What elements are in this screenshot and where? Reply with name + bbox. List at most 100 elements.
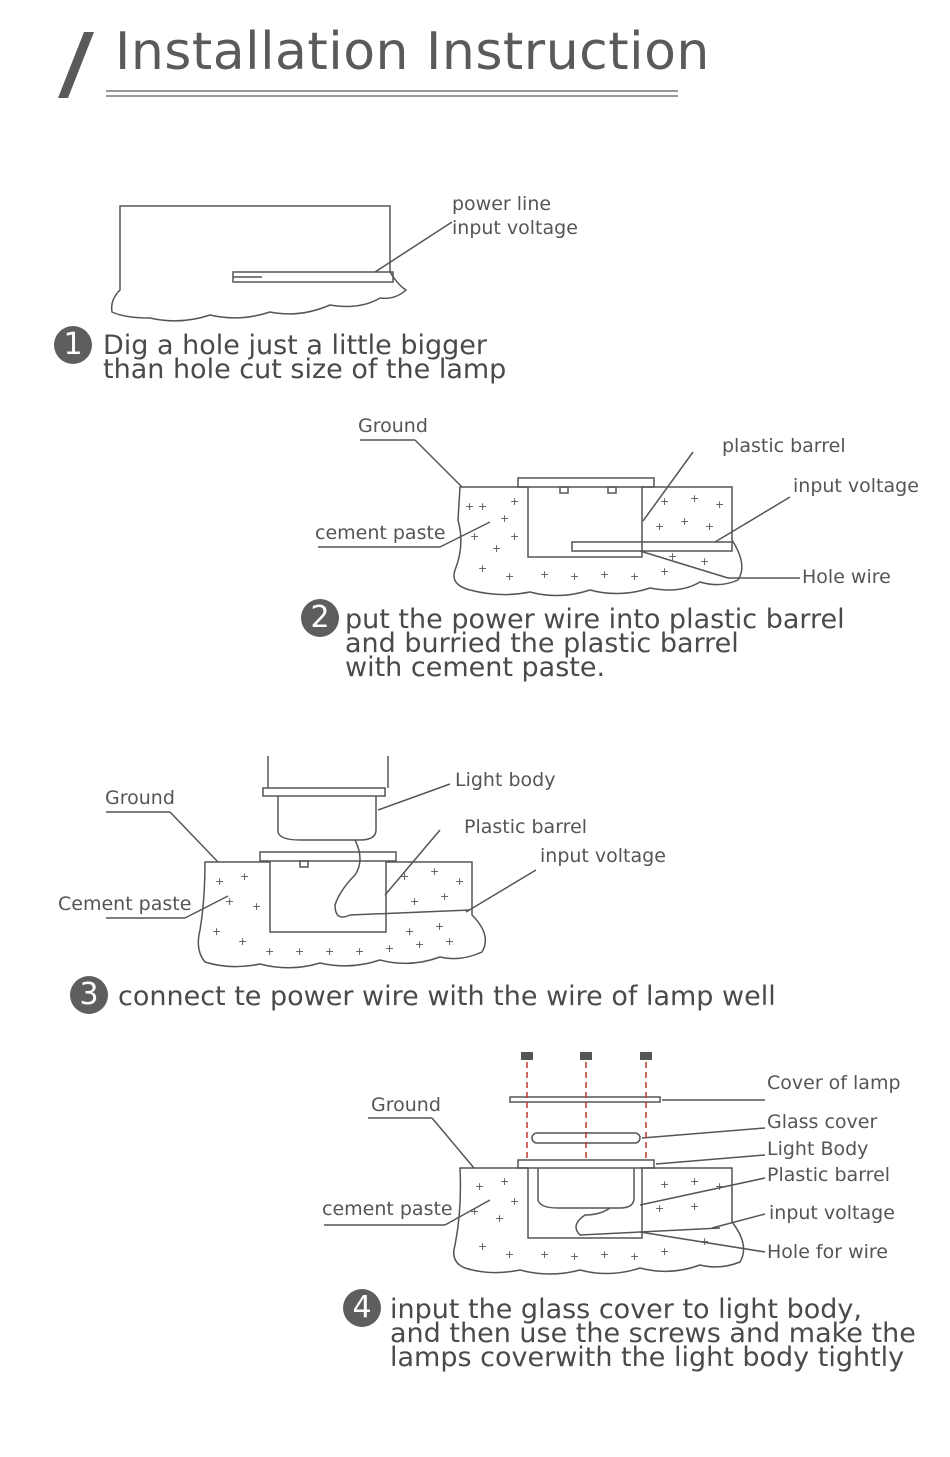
barrel-flange-4: [517, 1159, 655, 1169]
screw-head-4b: [580, 1052, 592, 1060]
label-plastic-barrel-4: Plastic barrel: [767, 1164, 891, 1186]
svg-text:+: +: [690, 492, 699, 505]
svg-text:+: +: [440, 890, 449, 903]
label-plastic-barrel-2: plastic barrel: [722, 435, 846, 457]
svg-text:+: +: [540, 1248, 549, 1261]
svg-text:+: +: [215, 875, 224, 888]
svg-text:+: +: [355, 945, 364, 958]
svg-text:+: +: [240, 870, 249, 883]
leader-barrel-4: [639, 1177, 766, 1206]
svg-text:+: +: [295, 945, 304, 958]
svg-text:+: +: [668, 550, 677, 563]
svg-text:+: +: [478, 562, 487, 575]
svg-text:+: +: [510, 530, 519, 543]
svg-text:+: +: [445, 935, 454, 948]
barrel-notch-2a: [559, 486, 569, 494]
svg-text:+: +: [660, 565, 669, 578]
leader-ground-4b: [431, 1117, 475, 1169]
light-body-4: [537, 1168, 635, 1209]
svg-text:+: +: [500, 512, 509, 525]
svg-text:+: +: [465, 500, 474, 513]
lamp-wire-4: [575, 1207, 721, 1236]
wire-2: [571, 541, 733, 552]
leader-ground-3b: [169, 811, 219, 863]
svg-text:+: +: [505, 570, 514, 583]
label-cement-paste-3: Cement paste: [58, 893, 192, 915]
label-cement-paste-2: cement paste: [315, 522, 446, 544]
step-3-line-1: connect te power wire with the wire of l…: [118, 981, 776, 1012]
barrel-notch-2b: [607, 486, 617, 494]
svg-text:+: +: [505, 1248, 514, 1261]
svg-text:+: +: [470, 530, 479, 543]
svg-text:+: +: [715, 498, 724, 511]
svg-text:+: +: [510, 495, 519, 508]
glass-cover-4: [531, 1132, 641, 1144]
svg-text:+: +: [660, 495, 669, 508]
label-glass-cover-4: Glass cover: [767, 1111, 878, 1133]
svg-text:+: +: [700, 555, 709, 568]
leader-hole-4: [639, 1231, 766, 1253]
ground-block-3: [197, 861, 487, 969]
step-1-line-2: than hole cut size of the lamp: [103, 354, 507, 385]
svg-text:+: +: [690, 1200, 699, 1213]
svg-text:+: +: [495, 1212, 504, 1225]
svg-text:+: +: [630, 1250, 639, 1263]
svg-text:+: +: [478, 500, 487, 513]
svg-text:+: +: [212, 925, 221, 938]
svg-text:+: +: [690, 1175, 699, 1188]
svg-text:+: +: [705, 520, 714, 533]
step-badge-4: 4: [343, 1289, 381, 1327]
leader-hole-wire-2b: [639, 550, 729, 579]
step-2-line-2: and burried the plastic barrel: [345, 628, 739, 659]
leader-light-body-4: [655, 1154, 766, 1165]
svg-text:+: +: [500, 1175, 509, 1188]
light-body-3: [277, 796, 377, 841]
barrel-flange-2: [517, 477, 655, 488]
label-power-line: power line: [452, 193, 552, 215]
label-hole-wire-2: Hole wire: [802, 566, 891, 588]
step-badge-1: 1: [54, 326, 92, 364]
leader-voltage-4: [711, 1213, 766, 1229]
leader-barrel-3: [384, 829, 441, 896]
svg-text:+: +: [660, 1178, 669, 1191]
step-3-text: connect te power wire with the wire of l…: [118, 981, 776, 1012]
leader-cement-3b: [184, 895, 229, 919]
step-badge-3: 3: [70, 976, 108, 1014]
svg-text:+: +: [405, 925, 414, 938]
label-input-voltage-3: input voltage: [540, 845, 666, 867]
svg-text:+: +: [225, 895, 234, 908]
label-ground-2: Ground: [358, 415, 428, 437]
svg-text:+: +: [470, 1205, 479, 1218]
svg-text:+: +: [510, 1195, 519, 1208]
screw-head-4c: [640, 1052, 652, 1060]
hole-outline: [110, 205, 408, 322]
svg-text:+: +: [700, 1235, 709, 1248]
svg-text:+: +: [570, 1250, 579, 1263]
ground-block-2: [453, 486, 743, 597]
svg-text:+: +: [680, 515, 689, 528]
label-cement-paste-4: cement paste: [322, 1198, 453, 1220]
svg-text:+: +: [655, 1202, 664, 1215]
svg-text:+: +: [492, 542, 501, 555]
page-title: Installation Instruction: [115, 22, 710, 82]
leader-barrel-2: [642, 451, 694, 522]
svg-text:+: +: [630, 570, 639, 583]
label-ground-4: Ground: [371, 1094, 441, 1116]
step-2-line-3: with cement paste.: [345, 652, 606, 683]
label-plastic-barrel-3: Plastic barrel: [464, 816, 588, 838]
svg-text:+: +: [400, 870, 409, 883]
screw-head-4a: [521, 1052, 533, 1060]
label-input-voltage-4: input voltage: [769, 1202, 895, 1224]
svg-text:+: +: [715, 1180, 724, 1193]
svg-text:+: +: [238, 935, 247, 948]
label-hole-for-wire-4: Hole for wire: [767, 1241, 888, 1263]
step-4-line-1: input the glass cover to light body,: [390, 1294, 862, 1325]
svg-text:+: +: [475, 1180, 484, 1193]
step-4-line-2: and then use the screws and make the: [390, 1318, 916, 1349]
svg-text:+: +: [385, 942, 394, 955]
step-1-text: Dig a hole just a little bigger than hol…: [103, 330, 507, 385]
label-ground-3: Ground: [105, 787, 175, 809]
label-light-body-3: Light body: [455, 769, 556, 791]
step-4-line-3: lamps coverwith the light body tightly: [390, 1342, 905, 1373]
step-1-line-1: Dig a hole just a little bigger: [103, 330, 487, 361]
